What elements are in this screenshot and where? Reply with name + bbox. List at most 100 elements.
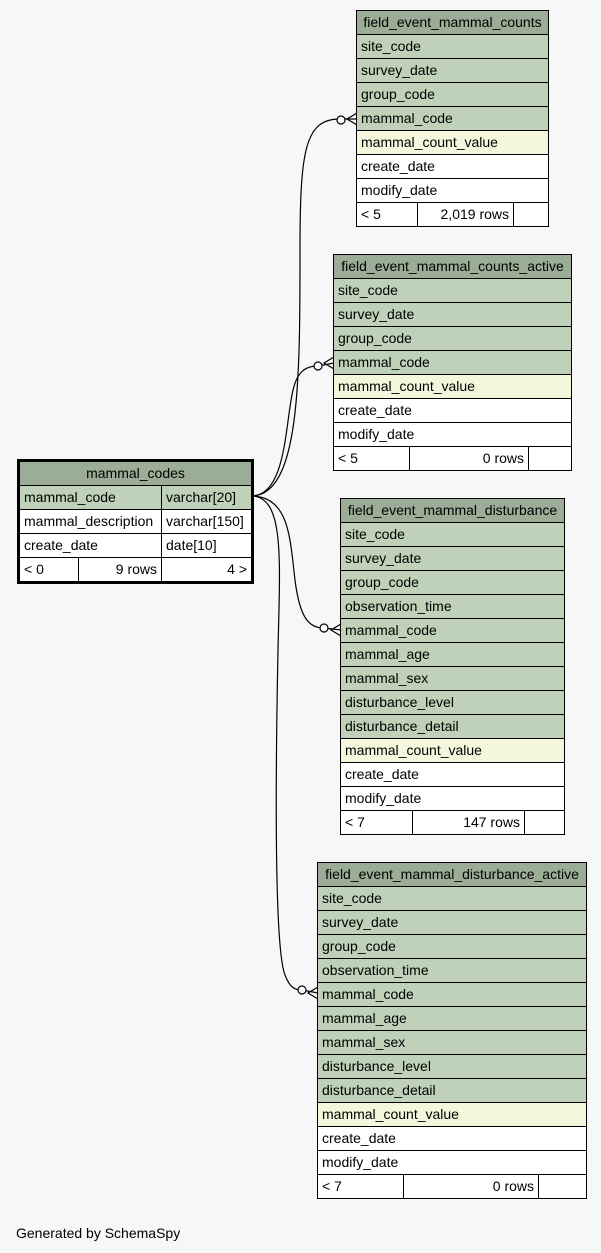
column-name: mammal_sex	[340, 666, 565, 691]
column-name: mammal_age	[316, 1006, 588, 1031]
column-row[interactable]: observation_time	[316, 958, 588, 983]
column-name: site_code	[356, 34, 549, 59]
crowfoot-icon	[322, 356, 335, 370]
edge-to-field-event-mammal-disturbance	[250, 495, 342, 631]
column-name: disturbance_level	[316, 1054, 588, 1079]
column-row[interactable]: mammal_count_value	[356, 130, 549, 155]
child-count	[524, 810, 565, 835]
column-name: disturbance_detail	[316, 1078, 588, 1103]
row-count: 2,019 rows	[417, 202, 514, 227]
optional-circle-icon	[319, 623, 329, 633]
column-row[interactable]: mammal_code	[316, 982, 588, 1007]
column-row[interactable]: survey_date	[332, 302, 573, 327]
table-name: field_event_mammal_counts_active	[332, 254, 573, 279]
column-row[interactable]: modify_date	[332, 422, 573, 447]
column-row[interactable]: site_code	[316, 886, 588, 911]
column-row[interactable]: group_code	[316, 934, 588, 959]
row-count: 9 rows	[78, 557, 162, 583]
child-count	[537, 1174, 588, 1199]
column-name: mammal_code	[356, 106, 549, 131]
column-row[interactable]: mammal_code	[340, 618, 565, 643]
column-row[interactable]: disturbance_level	[316, 1054, 588, 1079]
column-row[interactable]: observation_time	[340, 594, 565, 619]
column-name: create_date	[316, 1126, 588, 1151]
row-count: 0 rows	[409, 446, 529, 471]
row-count: 0 rows	[403, 1174, 539, 1199]
column-row[interactable]: mammal_sex	[340, 666, 565, 691]
column-row[interactable]: group_code	[332, 326, 573, 351]
column-name: mammal_code	[316, 982, 588, 1007]
column-row[interactable]: mammal_code	[332, 350, 573, 375]
column-name: mammal_count_value	[332, 374, 573, 399]
column-row[interactable]: create_date	[356, 154, 549, 179]
column-name: modify_date	[316, 1150, 588, 1175]
edge-to-field-event-mammal-disturbance-active	[250, 495, 319, 994]
column-row[interactable]: survey_date	[316, 910, 588, 935]
column-name: modify_date	[356, 178, 549, 203]
edge-to-field-event-mammal-counts-active	[250, 362, 335, 497]
column-row[interactable]: create_date	[332, 398, 573, 423]
column-type: varchar[20]	[161, 485, 253, 510]
column-row[interactable]: site_code	[332, 278, 573, 303]
column-row[interactable]: mammal_count_value	[316, 1102, 588, 1127]
column-name: mammal_code	[18, 485, 162, 510]
optional-circle-icon	[313, 361, 323, 371]
crowfoot-icon	[345, 112, 358, 126]
column-row[interactable]: modify_date	[356, 178, 549, 203]
column-name: disturbance_level	[340, 690, 565, 715]
table-name: field_event_mammal_disturbance_active	[316, 862, 588, 887]
optional-circle-icon	[336, 115, 346, 125]
column-row[interactable]: disturbance_detail	[316, 1078, 588, 1103]
child-count	[527, 446, 573, 471]
column-row[interactable]: disturbance_level	[340, 690, 565, 715]
column-name: site_code	[340, 522, 565, 547]
column-row[interactable]: survey_date	[356, 58, 549, 83]
parent-count: < 7	[340, 810, 413, 835]
crowfoot-icon	[329, 623, 342, 637]
column-name: mammal_code	[332, 350, 573, 375]
crowfoot-icon	[306, 986, 319, 1000]
optional-circle-icon	[297, 985, 307, 995]
column-row[interactable]: create_date	[340, 762, 565, 787]
column-name: group_code	[340, 570, 565, 595]
column-row[interactable]: create_date	[316, 1126, 588, 1151]
column-name: disturbance_detail	[340, 714, 565, 739]
column-name: survey_date	[316, 910, 588, 935]
column-row[interactable]: modify_date	[340, 786, 565, 811]
column-row[interactable]: mammal_code	[356, 106, 549, 131]
column-name: modify_date	[340, 786, 565, 811]
column-row[interactable]: disturbance_detail	[340, 714, 565, 739]
column-name: mammal_description	[18, 509, 162, 534]
column-name: mammal_sex	[316, 1030, 588, 1055]
column-name: create_date	[18, 533, 162, 558]
column-row[interactable]: mammal_sex	[316, 1030, 588, 1055]
column-name: mammal_count_value	[316, 1102, 588, 1127]
parent-count: < 0	[18, 557, 79, 583]
column-row[interactable]: mammal_count_value	[340, 738, 565, 763]
column-row[interactable]: site_code	[356, 34, 549, 59]
column-name: create_date	[340, 762, 565, 787]
column-row[interactable]: mammal_age	[316, 1006, 588, 1031]
column-row[interactable]: survey_date	[340, 546, 565, 571]
column-row[interactable]: mammal_count_value	[332, 374, 573, 399]
column-row[interactable]: modify_date	[316, 1150, 588, 1175]
column-name: group_code	[316, 934, 588, 959]
column-name: modify_date	[332, 422, 573, 447]
column-row[interactable]: group_code	[340, 570, 565, 595]
column-type: varchar[150]	[161, 509, 253, 534]
column-name: mammal_age	[340, 642, 565, 667]
column-row[interactable]: site_code	[340, 522, 565, 547]
column-row[interactable]: group_code	[356, 82, 549, 107]
generated-by-footer: Generated by SchemaSpy	[16, 1225, 181, 1241]
column-row[interactable]: mammal_age	[340, 642, 565, 667]
